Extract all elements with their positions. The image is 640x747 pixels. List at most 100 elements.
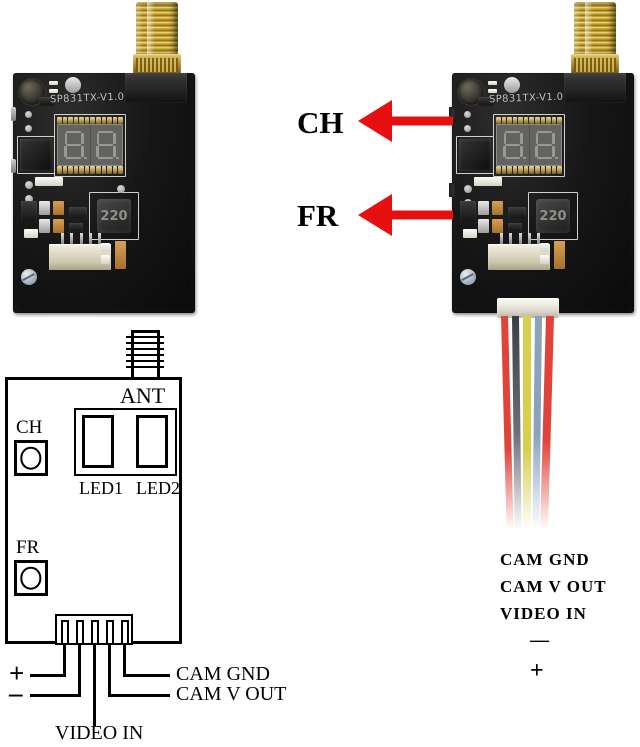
smd-res-right-b bbox=[488, 89, 497, 93]
smd-res-right-c bbox=[478, 201, 489, 215]
display-digit-2-right bbox=[533, 130, 558, 160]
rf-chip-right bbox=[459, 139, 491, 171]
display-digit-1-left bbox=[62, 130, 87, 160]
round-pad-right bbox=[504, 77, 520, 93]
callout-label-ch: CH bbox=[297, 105, 344, 140]
pad-row-right bbox=[474, 177, 502, 186]
jst-connector-pins-right bbox=[500, 233, 540, 244]
pinout-diagram: ANT LED1 LED2 CH FR + bbox=[0, 330, 320, 747]
diagram-label-plus: + bbox=[9, 658, 25, 688]
smd-res-left-b bbox=[49, 89, 58, 93]
leader-cam-v-out-h bbox=[108, 694, 170, 697]
smd-ic-left-2 bbox=[69, 207, 87, 219]
smd-res-left-d bbox=[53, 201, 64, 215]
smd-ic-right-2 bbox=[508, 207, 526, 219]
callout-arrow-ch bbox=[358, 100, 453, 142]
jst-connector-pins-left bbox=[61, 233, 101, 244]
frequency-button[interactable] bbox=[449, 183, 456, 197]
leader-cam-v-out-v bbox=[108, 644, 111, 696]
inductor-outline-left bbox=[89, 192, 139, 240]
rf-chip-outline-left bbox=[17, 136, 55, 174]
wire-video-in bbox=[523, 316, 531, 530]
smd-res-right-e bbox=[478, 219, 489, 233]
display-outline-right bbox=[493, 114, 565, 177]
harness-label-cam-gnd: CAM GND bbox=[500, 550, 590, 569]
smd-res-left-e bbox=[39, 219, 50, 233]
leader-video-in bbox=[93, 644, 96, 726]
smd-ic-right-3 bbox=[508, 223, 522, 232]
smd-pad-left-j bbox=[101, 255, 110, 264]
display-pins-top-left bbox=[57, 117, 123, 124]
smd-res-left-c bbox=[39, 201, 50, 215]
diagram-label-ch: CH bbox=[16, 417, 43, 438]
sma-block-right bbox=[564, 73, 626, 103]
smd-res-right-d bbox=[492, 201, 503, 215]
display-pins-top-right bbox=[496, 117, 562, 124]
wire-cam-v-out bbox=[512, 315, 522, 531]
sma-barrel-left bbox=[136, 2, 178, 56]
display-digit-2-left bbox=[94, 130, 119, 160]
silkscreen-label-left: SP831TX-V1.0 bbox=[49, 91, 125, 106]
edge-pad-left-2 bbox=[11, 159, 16, 173]
diagram-label-cam-v-out: CAM V OUT bbox=[176, 683, 287, 705]
sma-barrel-right bbox=[574, 2, 616, 56]
harness-label-cam-v-out: CAM V OUT bbox=[500, 577, 607, 596]
inductor-label-left: 220 bbox=[100, 208, 128, 224]
leader-minus-v bbox=[78, 644, 81, 696]
pcb-board-left: SP831TX-V1.0 bbox=[11, 73, 195, 313]
leader-plus-v bbox=[63, 644, 66, 676]
antenna-thread-icon bbox=[126, 334, 164, 372]
edge-pad-left-1 bbox=[11, 107, 16, 121]
led1-box[interactable] bbox=[82, 415, 114, 468]
seven-segment-display-right bbox=[496, 124, 562, 166]
smd-pad-right-j bbox=[540, 255, 549, 264]
display-pins-bottom-left bbox=[57, 166, 123, 174]
diagram-pin-2 bbox=[76, 620, 84, 645]
diagram-pin-1 bbox=[61, 620, 69, 645]
rf-chip-outline-right bbox=[456, 136, 494, 174]
smd-cap-right-h bbox=[554, 241, 565, 269]
power-inductor-right: 220 bbox=[536, 199, 570, 233]
silkscreen-label-right: SP831TX-V1.0 bbox=[488, 91, 564, 106]
smd-ic-small-right bbox=[478, 97, 494, 106]
antenna-stem-left bbox=[131, 330, 134, 378]
channel-button[interactable] bbox=[449, 107, 456, 121]
via-left-2 bbox=[25, 125, 32, 132]
smd-block-left-1 bbox=[21, 201, 37, 223]
pad-row-left bbox=[35, 177, 63, 186]
rf-chip-left bbox=[20, 139, 52, 171]
jst-connector-right bbox=[488, 244, 550, 270]
harness-connector-housing bbox=[497, 298, 559, 318]
smd-res-left-f bbox=[53, 219, 64, 233]
smd-pad-left-i bbox=[101, 243, 110, 252]
smd-res-right-f bbox=[492, 219, 503, 233]
diagram-button-fr[interactable] bbox=[14, 560, 48, 596]
diagram-label-led2: LED2 bbox=[136, 478, 180, 498]
jst-connector-left bbox=[49, 244, 111, 270]
via-left-3 bbox=[25, 181, 33, 189]
sma-antenna-connector-left bbox=[132, 2, 182, 76]
via-left-1 bbox=[25, 111, 32, 118]
smd-pad-right-i bbox=[540, 243, 549, 252]
diagram-label-fr: FR bbox=[16, 537, 40, 558]
leader-cam-gnd-h bbox=[123, 674, 170, 677]
sma-base-left bbox=[132, 53, 182, 76]
diagram-label-cam-gnd: CAM GND bbox=[176, 663, 270, 685]
diagram-label-minus: – bbox=[9, 678, 23, 708]
antenna-stem-right bbox=[157, 330, 160, 378]
via-right-1 bbox=[464, 111, 471, 118]
diagram-button-ch[interactable] bbox=[14, 440, 48, 476]
power-inductor-left: 220 bbox=[97, 199, 131, 233]
diagram-label-video-in: VIDEO IN bbox=[55, 722, 144, 744]
harness-label-video-in: VIDEO IN bbox=[500, 604, 587, 623]
mount-screw-left bbox=[21, 269, 37, 285]
display-pins-bottom-right bbox=[496, 166, 562, 174]
mount-screw-right bbox=[460, 269, 476, 285]
smd-res-left-a bbox=[49, 81, 58, 85]
smd-block-right-1 bbox=[460, 201, 476, 223]
led2-box[interactable] bbox=[136, 415, 168, 468]
sma-base-right bbox=[570, 53, 620, 76]
smd-ic-small-left bbox=[39, 97, 55, 106]
diagram-label-led1: LED1 bbox=[79, 478, 123, 498]
